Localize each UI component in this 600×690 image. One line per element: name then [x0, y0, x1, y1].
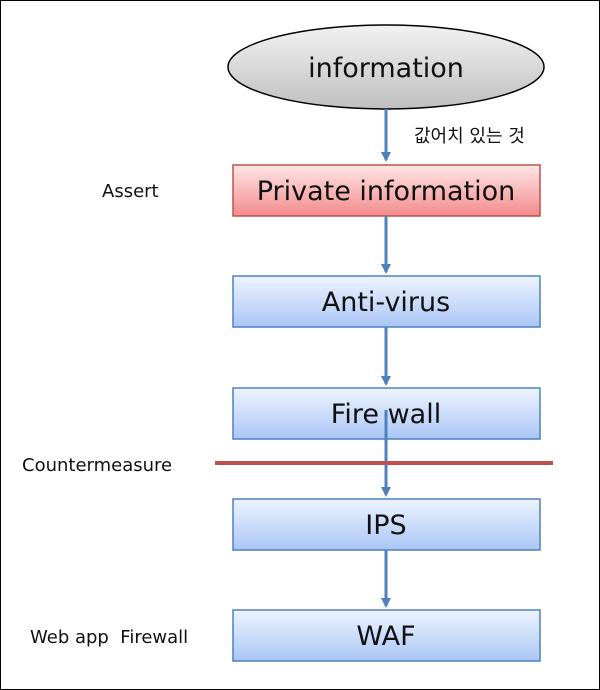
- ips-label: IPS: [365, 510, 406, 541]
- edge-label-valuable: 값어치 있는 것: [414, 126, 525, 147]
- ips-node: IPS: [232, 498, 541, 551]
- information-node: information: [227, 24, 545, 110]
- waf-label: WAF: [356, 621, 415, 652]
- antivirus-node: Anti-virus: [232, 275, 541, 328]
- private-information-label: Private information: [257, 176, 516, 207]
- waf-node: WAF: [232, 609, 541, 662]
- information-label: information: [308, 53, 464, 84]
- web-app-firewall-label: Web app Firewall: [30, 627, 188, 648]
- antivirus-label: Anti-virus: [322, 287, 450, 318]
- private-information-node: Private information: [232, 164, 541, 217]
- countermeasure-label: Countermeasure: [22, 455, 172, 476]
- assert-label: Assert: [102, 181, 159, 202]
